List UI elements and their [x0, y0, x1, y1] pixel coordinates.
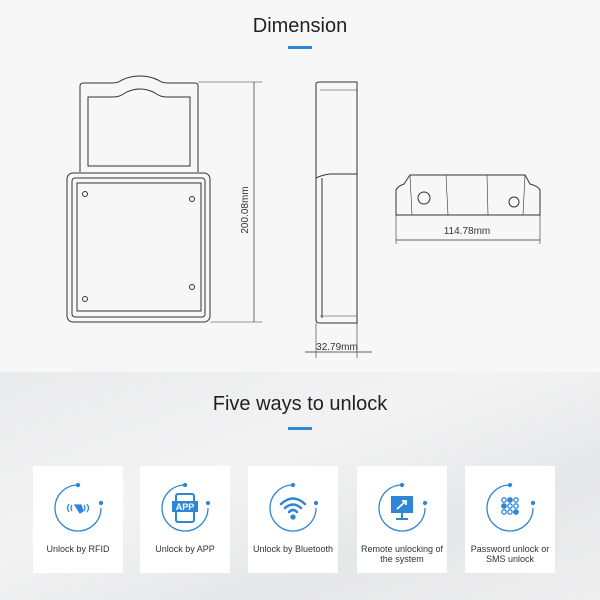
- wifi-icon: [269, 482, 319, 532]
- depth-dimension: [305, 323, 372, 358]
- unlock-title: Five ways to unlock: [212, 393, 388, 415]
- keypad-icon: [486, 482, 536, 532]
- unlock-card-password: Password unlock or SMS unlock: [465, 466, 555, 573]
- unlock-card-bluetooth: Unlock by Bluetooth: [248, 466, 338, 573]
- unlock-card-remote: Remote unlocking of the system: [357, 466, 447, 573]
- top-view: [395, 174, 541, 216]
- dimension-title: Dimension: [252, 15, 348, 37]
- rfid-icon: [54, 482, 104, 532]
- depth-label: 32.79mm: [316, 342, 358, 353]
- width-dimension: [395, 215, 541, 244]
- dimension-section: [0, 0, 600, 372]
- app-icon: APP: [161, 482, 211, 532]
- unlock-underline: [288, 427, 312, 430]
- unlock-label: Unlock by Bluetooth: [252, 544, 334, 554]
- remote-monitor-icon: [378, 482, 428, 532]
- dimension-drawing: 200.08mm 32.79mm 114.78mm: [66, 75, 541, 358]
- unlock-label: Unlock by APP: [155, 544, 215, 554]
- side-view: [315, 81, 358, 324]
- unlock-label: Password unlock or SMS unlock: [470, 544, 550, 564]
- front-view: [66, 75, 211, 323]
- unlock-card-rfid: Unlock by RFID: [33, 466, 123, 573]
- height-dimension: [198, 81, 262, 323]
- app-icon-text: APP: [176, 502, 195, 512]
- title-underline: [288, 46, 312, 49]
- unlock-label: Unlock by RFID: [46, 544, 110, 554]
- unlock-label: Remote unlocking of the system: [360, 544, 444, 564]
- width-label: 114.78mm: [444, 226, 491, 237]
- unlock-card-app: APP Unlock by APP: [140, 466, 230, 573]
- height-label: 200.08mm: [240, 186, 251, 233]
